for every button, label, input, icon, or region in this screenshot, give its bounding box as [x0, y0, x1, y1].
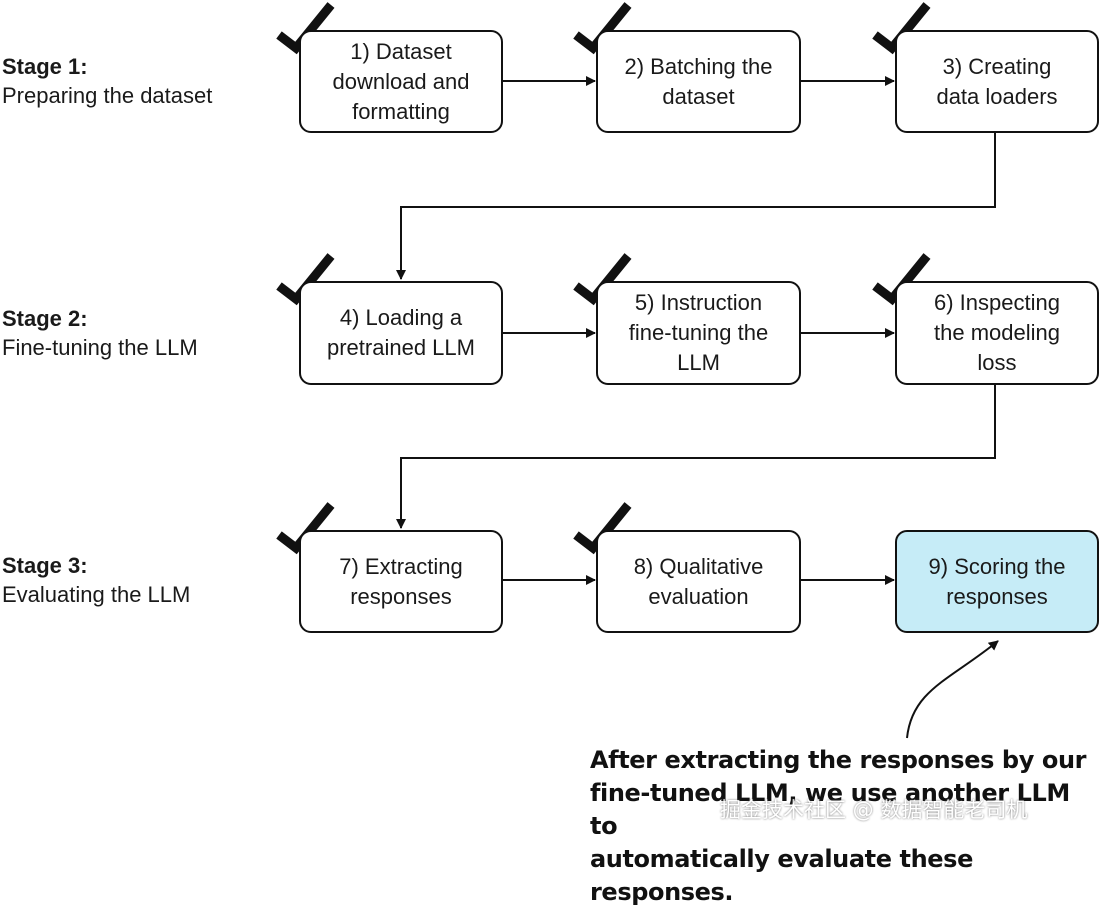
step-3-label: 3) Creating data loaders — [936, 53, 1058, 109]
stage-2-subtitle: Fine-tuning the LLM — [2, 335, 198, 360]
step-2-label: 2) Batching the dataset — [624, 53, 773, 109]
step-6-label: 6) Inspecting the modeling loss — [934, 290, 1060, 375]
step-6-box: 6) Inspecting the modeling loss — [895, 281, 1099, 385]
checkmark-icon — [276, 2, 335, 55]
checkmark-icon — [872, 253, 931, 306]
connector-3-4 — [396, 132, 996, 280]
step-1-box: 1) Dataset download and formatting — [299, 30, 503, 133]
step-5-label: 5) Instruction fine-tuning the LLM — [628, 290, 769, 375]
checkmark-icon — [573, 2, 632, 55]
step-8-box: 8) Qualitative evaluation — [596, 530, 801, 633]
checkmark-icon — [276, 502, 335, 555]
connector-6-7 — [396, 385, 996, 529]
step-7-label: 7) Extracting responses — [339, 553, 463, 609]
step-7-box: 7) Extracting responses — [299, 530, 503, 633]
annotation-text: After extracting the responses by our fi… — [590, 746, 1087, 906]
stage-label-3: Stage 3: Evaluating the LLM — [2, 551, 190, 609]
step-2-box: 2) Batching the dataset — [596, 30, 801, 133]
checkmark-icon — [573, 502, 632, 555]
stage-label-2: Stage 2: Fine-tuning the LLM — [2, 304, 198, 362]
checkmarks — [276, 2, 931, 555]
annotation-arrow — [906, 640, 999, 739]
step-4-label: 4) Loading a pretrained LLM — [327, 305, 475, 360]
step-9-box: 9) Scoring the responses — [895, 530, 1099, 633]
step-4-box: 4) Loading a pretrained LLM — [299, 281, 503, 385]
checkmark-icon — [872, 2, 931, 55]
stage-1-subtitle: Preparing the dataset — [2, 83, 213, 108]
stage-1-title: Stage 1: — [2, 54, 88, 79]
step-5-box: 5) Instruction fine-tuning the LLM — [596, 281, 801, 385]
workflow-diagram — [276, 2, 999, 739]
step-1-label: 1) Dataset download and formatting — [332, 38, 470, 124]
step-8-label: 8) Qualitative evaluation — [633, 553, 764, 609]
checkmark-icon — [276, 253, 335, 306]
stage-3-subtitle: Evaluating the LLM — [2, 582, 191, 607]
stage-2-title: Stage 2: — [2, 306, 88, 331]
step-9-label: 9) Scoring the responses — [928, 553, 1066, 609]
stage-3-title: Stage 3: — [2, 553, 88, 578]
checkmark-icon — [573, 253, 632, 306]
stage-label-1: Stage 1: Preparing the dataset — [2, 52, 212, 110]
step-3-box: 3) Creating data loaders — [895, 30, 1099, 133]
watermark: 掘金技术社区 @ 数据智能老司机 — [720, 798, 1028, 822]
